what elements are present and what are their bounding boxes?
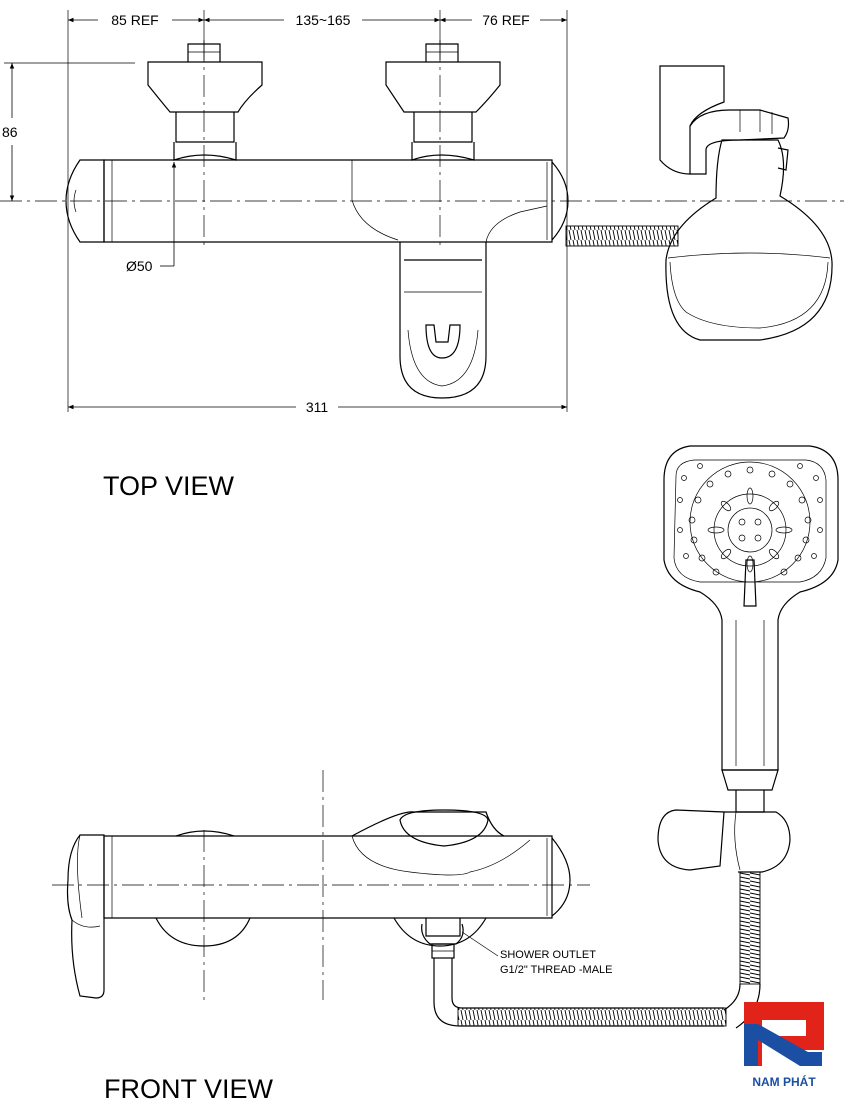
dim-handle-spacing: 135~165	[296, 12, 351, 28]
front-view-title: FRONT VIEW	[104, 1074, 274, 1104]
dim-diameter: Ø50	[126, 258, 153, 274]
handheld-shower-drawing	[657, 445, 839, 1029]
spray-nozzles	[677, 463, 823, 576]
dimension-lines	[4, 10, 568, 412]
top-view-drawing	[0, 40, 844, 399]
shower-outlet-label: SHOWER OUTLET	[500, 949, 596, 961]
top-view-title: TOP VIEW	[103, 471, 235, 501]
front-view-drawing	[52, 770, 727, 1027]
shower-outlet-thread-label: G1/2" THREAD -MALE	[500, 964, 613, 976]
dim-left-ref: 85 REF	[111, 12, 158, 28]
logo-text: NAM PHÁT	[752, 1074, 816, 1089]
dim-overall-length: 311	[306, 399, 329, 415]
nam-phat-logo	[744, 1002, 824, 1066]
dim-height: 86	[2, 124, 18, 140]
dim-right-ref: 76 REF	[482, 12, 529, 28]
